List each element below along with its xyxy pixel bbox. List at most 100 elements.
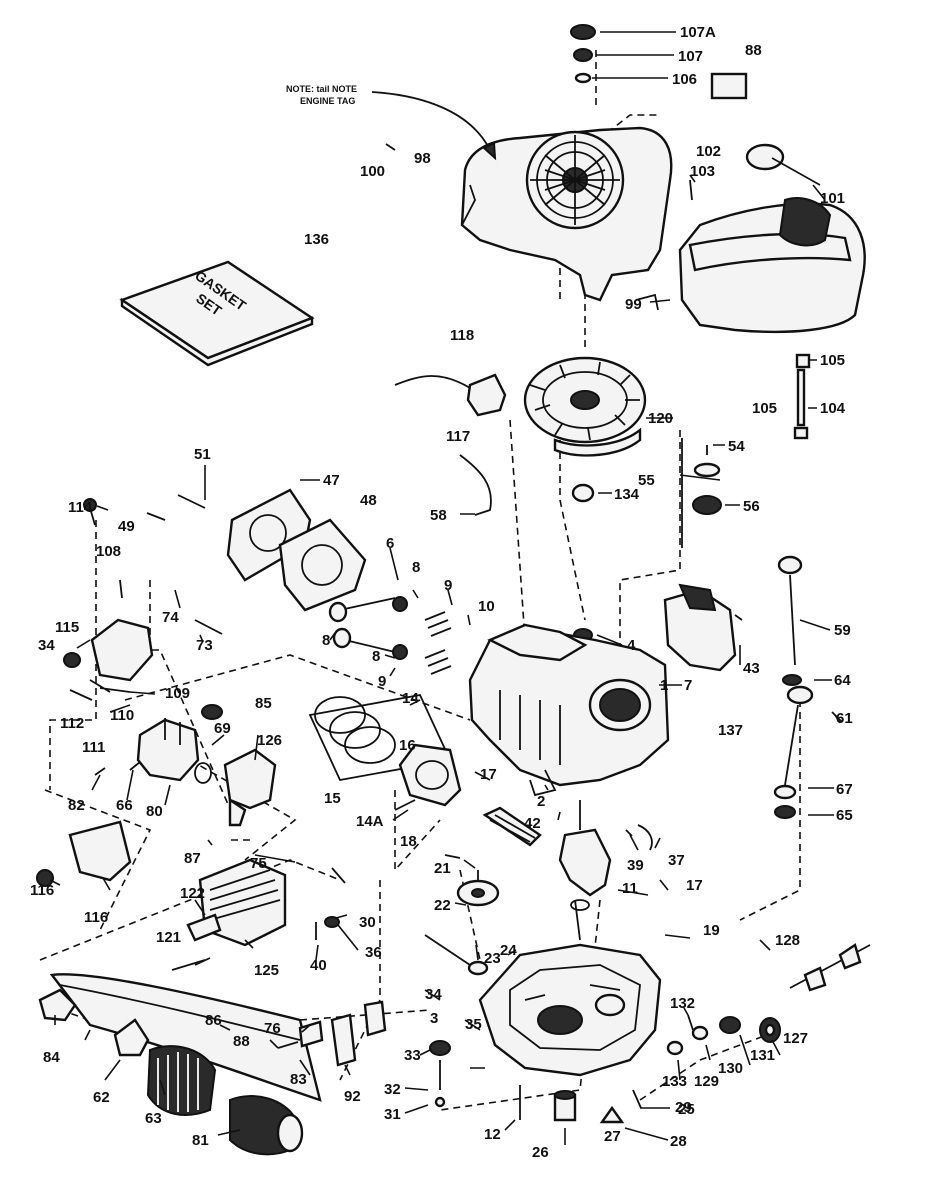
valves-and-springs [146, 494, 452, 675]
callout-130: 130 [718, 1060, 743, 1077]
callout-81: 81 [192, 1132, 209, 1149]
callout-136: 136 [304, 231, 329, 248]
callout-100: 100 [360, 163, 385, 180]
callout-112: 112 [60, 715, 84, 732]
callout-9b: 9 [378, 673, 386, 690]
callout-86: 86 [205, 1012, 222, 1029]
callout-37: 37 [668, 852, 685, 869]
callout-62: 62 [93, 1089, 110, 1106]
callout-84: 84 [43, 1049, 60, 1066]
callout-31: 31 [384, 1106, 401, 1123]
callout-65: 65 [836, 807, 853, 824]
callout-76: 76 [264, 1020, 281, 1037]
callout-134: 134 [614, 486, 640, 503]
callout-2: 2 [537, 793, 545, 810]
callout-107: 107 [678, 48, 703, 65]
callout-26: 26 [532, 1144, 549, 1161]
callout-61: 61 [836, 710, 853, 727]
callout-7: 7 [684, 677, 692, 694]
leader-lines [49, 31, 841, 1145]
callout-114: 114 [68, 499, 93, 516]
callout-74: 74 [162, 609, 179, 626]
governor-and-dipstick [663, 555, 843, 819]
callout-116a: 116 [30, 882, 54, 899]
callout-14: 14 [402, 690, 419, 707]
callout-105b: 105 [752, 400, 777, 417]
callout-17b: 17 [686, 877, 703, 894]
engine-block [468, 623, 670, 797]
callout-105a: 105 [820, 352, 845, 369]
callout-67: 67 [836, 781, 853, 798]
callout-35: 35 [465, 1016, 482, 1033]
callout-129: 129 [694, 1073, 719, 1090]
callout-29: 29 [675, 1099, 692, 1116]
callout-15: 15 [324, 790, 341, 807]
callout-8c: 8 [372, 648, 380, 665]
callout-34a: 34 [38, 637, 55, 654]
ignition-module [394, 373, 507, 516]
callout-11: 11 [622, 880, 638, 897]
callout-10: 10 [478, 598, 495, 615]
callout-55: 55 [638, 472, 655, 489]
callout-17a: 17 [480, 766, 497, 783]
callout-120: 120 [648, 410, 673, 427]
callout-75: 75 [250, 855, 267, 872]
callout-12: 12 [484, 1126, 501, 1143]
callout-103: 103 [690, 163, 715, 180]
camshaft-crankshaft [482, 800, 653, 941]
callout-104: 104 [820, 400, 846, 417]
callout-59: 59 [834, 622, 851, 639]
bottom-right-parts [666, 943, 871, 1056]
callout-109: 109 [165, 685, 190, 702]
callout-132: 132 [670, 995, 695, 1012]
callout-88b: 88 [233, 1033, 250, 1050]
callout-127: 127 [783, 1030, 808, 1047]
engine-tag-note: NOTE: tail NOTE ENGINE TAG [286, 84, 497, 161]
callout-131: 131 [750, 1047, 775, 1064]
callout-18: 18 [400, 833, 417, 850]
callout-126: 126 [257, 732, 282, 749]
callout-69: 69 [214, 720, 231, 737]
callout-56: 56 [743, 498, 760, 515]
callout-82: 82 [68, 797, 85, 814]
callout-101: 101 [820, 190, 845, 207]
callout-66: 66 [116, 797, 133, 814]
callout-9a: 9 [444, 577, 452, 594]
callout-8b: 8 [322, 632, 330, 649]
note-line-1: NOTE: tail NOTE [286, 84, 357, 94]
callout-39: 39 [627, 857, 644, 874]
callout-28: 28 [670, 1133, 687, 1150]
callout-83: 83 [290, 1071, 307, 1088]
callout-32: 32 [384, 1081, 401, 1098]
callout-85: 85 [255, 695, 272, 712]
callout-51: 51 [194, 446, 211, 463]
piston-group [308, 693, 462, 811]
callout-22: 22 [434, 897, 451, 914]
callout-106: 106 [672, 71, 697, 88]
callout-80: 80 [146, 803, 163, 820]
callout-87: 87 [184, 850, 201, 867]
callout-23: 23 [484, 950, 501, 967]
callout-88: 88 [745, 42, 762, 59]
callout-121: 121 [156, 929, 181, 946]
callout-58: 58 [430, 507, 447, 524]
callout-34b: 34 [425, 986, 442, 1003]
callout-4: 4 [627, 637, 636, 654]
fuel-tank [678, 72, 866, 334]
callout-107A: 107A [680, 24, 716, 41]
callout-36: 36 [365, 944, 382, 961]
callout-98: 98 [414, 150, 431, 167]
callout-122: 122 [180, 885, 205, 902]
carburetor-group [63, 498, 277, 827]
callout-125: 125 [254, 962, 279, 979]
flywheel [523, 356, 647, 457]
callout-63: 63 [145, 1110, 162, 1127]
muffler-small-parts [277, 1000, 387, 1067]
callout-111: 111 [82, 739, 105, 756]
callout-40: 40 [310, 957, 327, 974]
callout-21: 21 [434, 860, 451, 877]
callout-16: 16 [399, 737, 416, 754]
callout-24: 24 [500, 942, 517, 959]
callout-102: 102 [696, 143, 721, 160]
